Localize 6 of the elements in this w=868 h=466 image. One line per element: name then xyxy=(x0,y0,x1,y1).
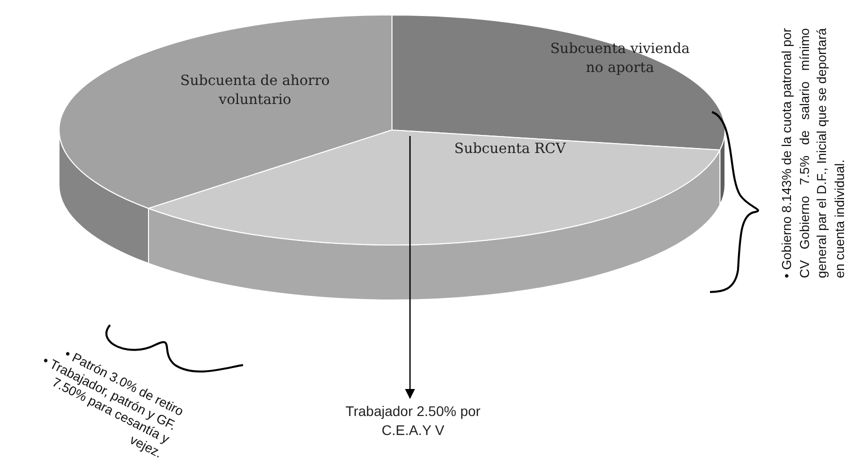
annotation-text: Trabajador 2.50% por C.E.A.Y V xyxy=(344,402,482,440)
annotation-text: • Gobierno 8.143% de la cuota patronal por CV Gobierno 7.5% de salario mínimo general par el D.F., Inicial que se deportará en cuenta individual. xyxy=(778,28,848,278)
arrow xyxy=(405,136,415,399)
slice-label: Subcuenta de ahorro voluntario xyxy=(179,72,331,110)
slice-label: Subcuenta vivienda no aporta xyxy=(549,40,691,78)
slice-label: Subcuenta RCV xyxy=(453,140,567,159)
